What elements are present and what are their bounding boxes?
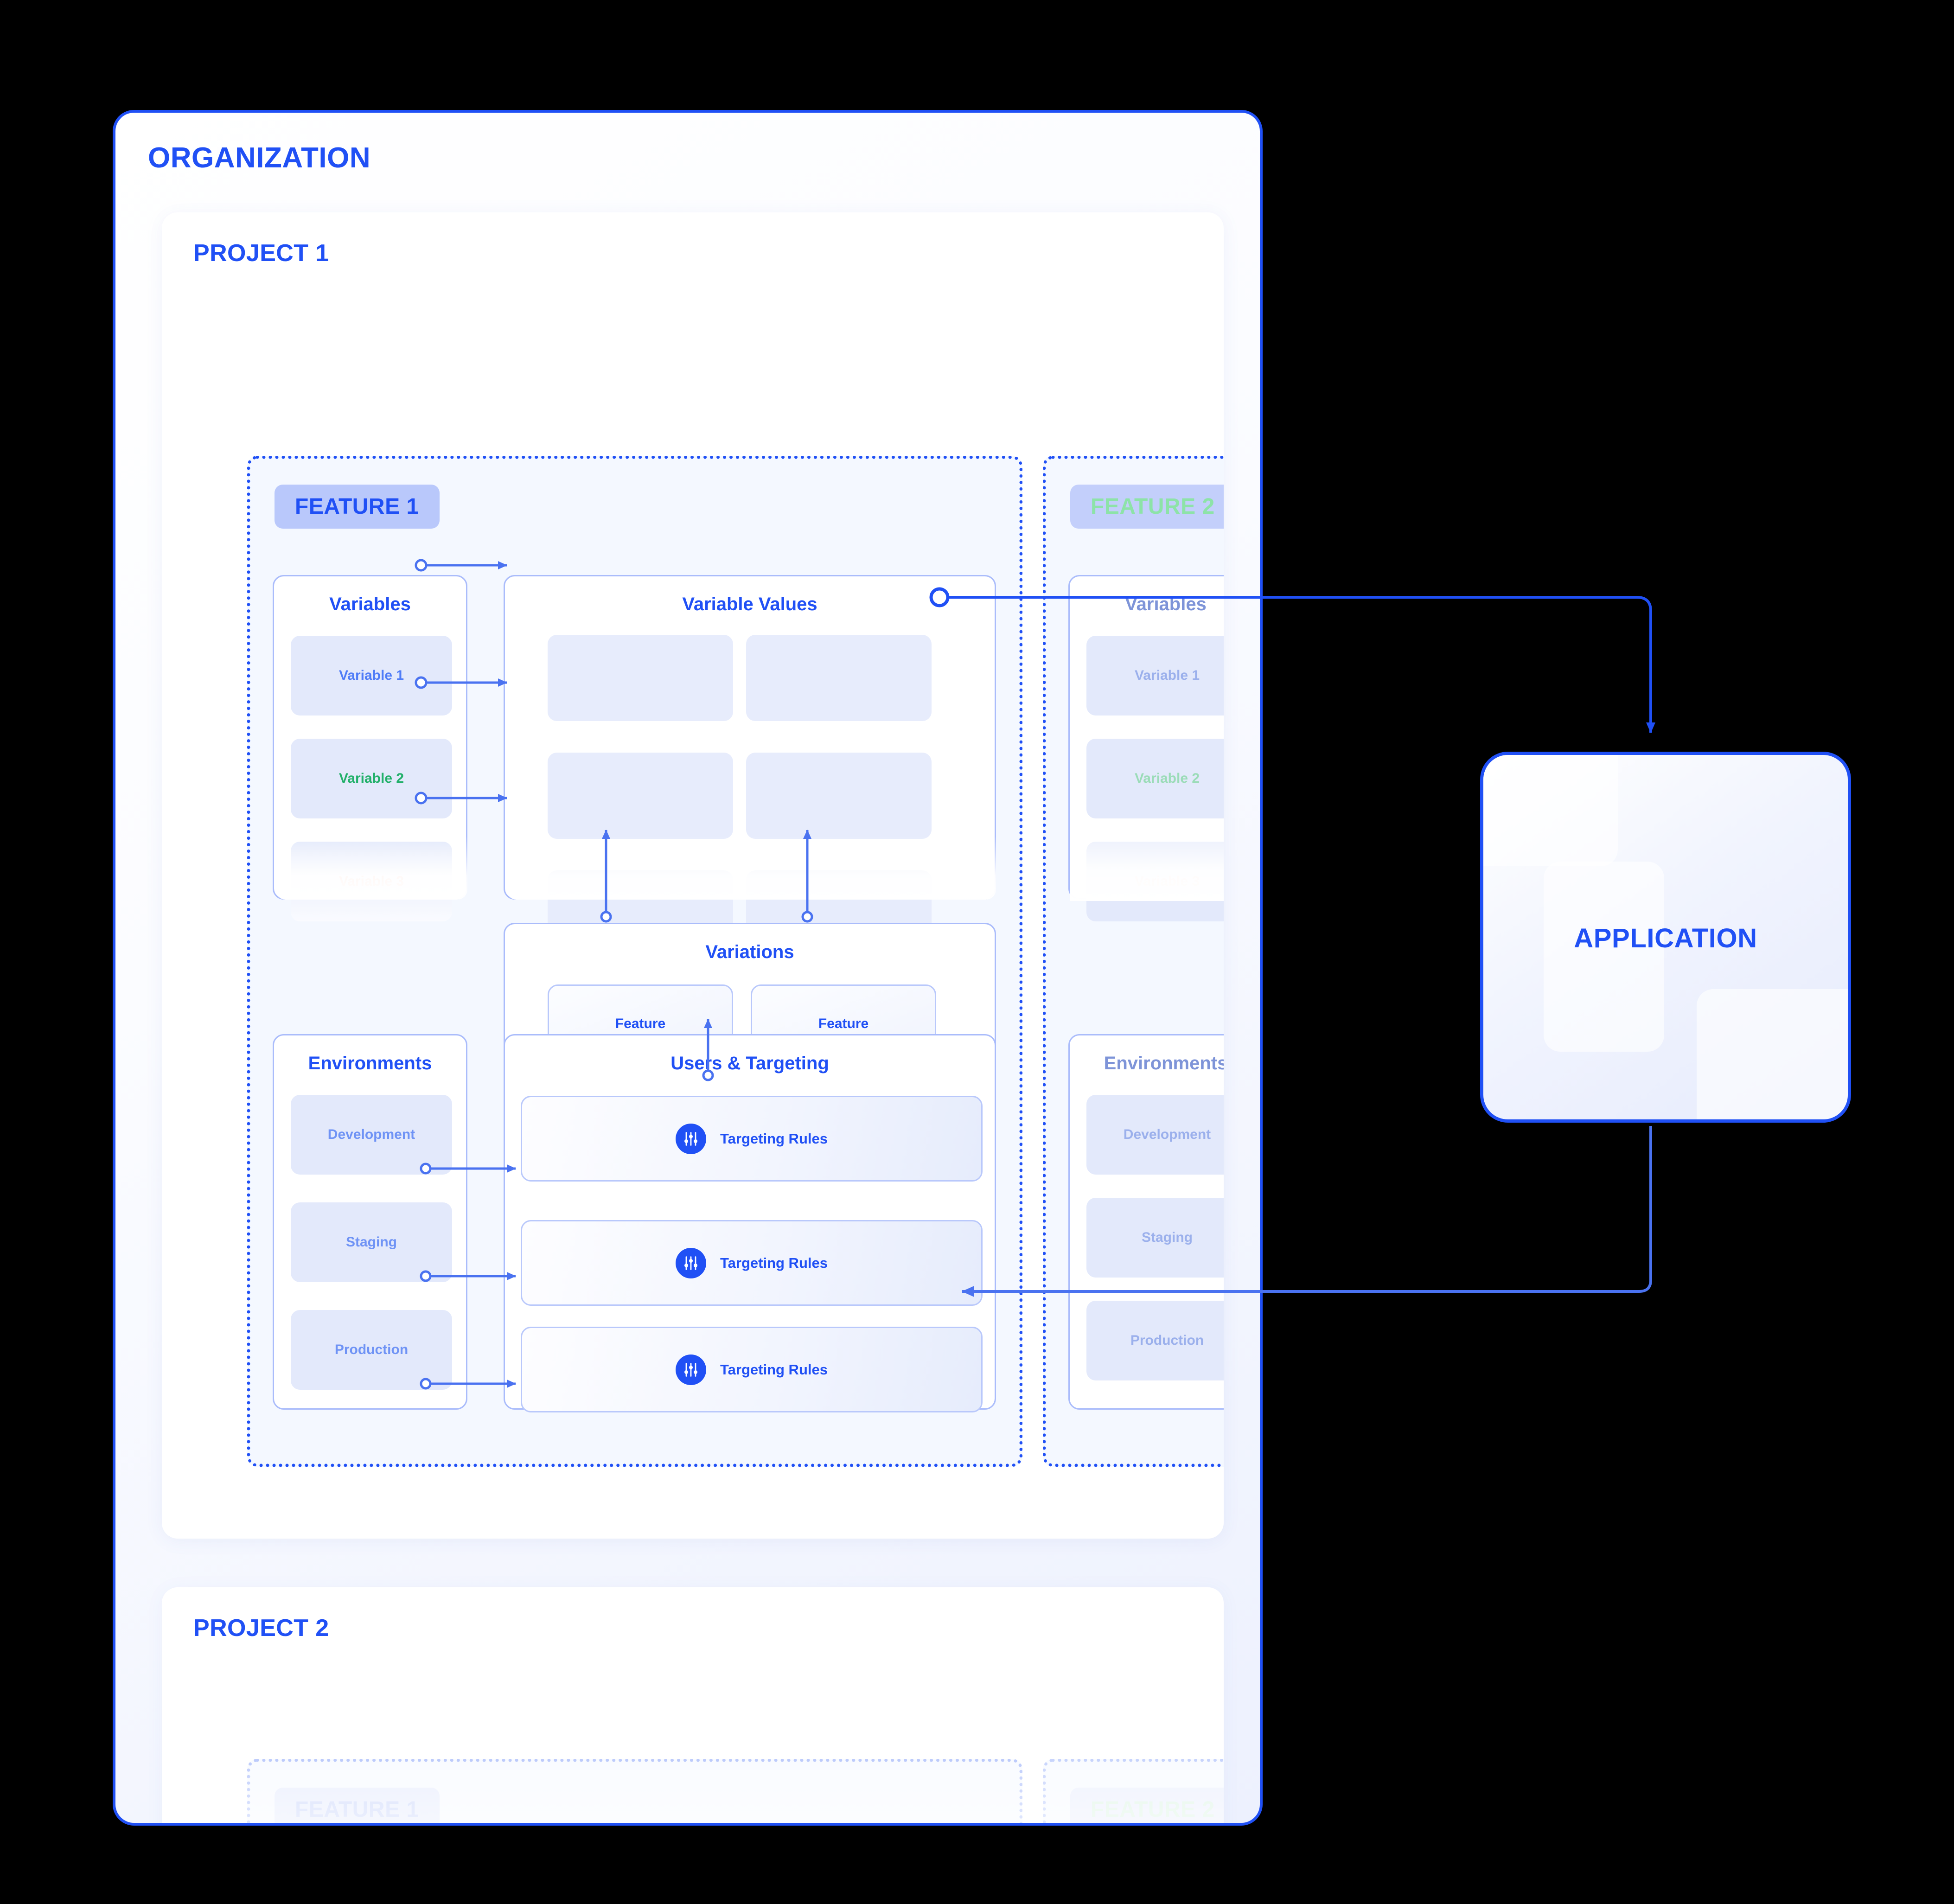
variable-value-cell[interactable] xyxy=(746,753,932,839)
project-2-feature-1-container: FEATURE 1 xyxy=(247,1759,1022,1823)
targeting-rules-label: Targeting Rules xyxy=(720,1130,828,1147)
project-2-card: PROJECT 2 FEATURE 1 FEATURE 2 xyxy=(162,1587,1224,1823)
environment-chip-development[interactable]: Development xyxy=(291,1095,452,1175)
variable-values-panel: Variable Values xyxy=(504,575,996,957)
application-decoration-shape xyxy=(1544,862,1664,1052)
users-targeting-panel: Users & Targeting xyxy=(504,1034,996,1412)
environments-panel-title: Environments xyxy=(308,1053,432,1073)
feature-2-environment-chip: Production xyxy=(1086,1301,1224,1380)
application-card: APPLICATION xyxy=(1480,752,1851,1123)
feature-2-variable-chip: Variable 3 xyxy=(1086,842,1224,921)
variable-chip-1[interactable]: Variable 1 xyxy=(291,636,452,716)
feature-2-variable-label: Variable 1 xyxy=(1134,668,1200,683)
feature-2-environments-panel: Environments Development Staging Product… xyxy=(1068,1034,1224,1410)
application-decoration-shape xyxy=(1483,755,1618,866)
organization-title: ORGANIZATION xyxy=(148,142,371,174)
application-title: APPLICATION xyxy=(1574,923,1757,953)
environment-label: Production xyxy=(334,1342,409,1357)
project-2-feature-1-chip: FEATURE 1 xyxy=(275,1788,440,1823)
variables-panel-title: Variables xyxy=(329,594,411,614)
variable-label: Variable 2 xyxy=(338,771,404,786)
feature-2-variables-title: Variables xyxy=(1125,594,1207,614)
environment-chip-staging[interactable]: Staging xyxy=(291,1202,452,1282)
feature-2-variable-chip: Variable 2 xyxy=(1086,739,1224,818)
sliders-icon xyxy=(676,1354,707,1385)
project-1-title: PROJECT 1 xyxy=(193,240,329,267)
feature-1-chip: FEATURE 1 xyxy=(275,485,440,529)
project-1-card: PROJECT 1 FEATURE 2 Variables Variable 1… xyxy=(162,212,1224,1539)
organization-card: ORGANIZATION PROJECT 1 FEATURE 2 Variabl… xyxy=(113,110,1263,1826)
targeting-rules-label: Targeting Rules xyxy=(720,1254,828,1271)
feature-2-environments-title: Environments xyxy=(1104,1053,1224,1073)
sliders-icon xyxy=(676,1123,707,1154)
project-2-feature-2-container: FEATURE 2 xyxy=(1043,1759,1224,1823)
sliders-icon xyxy=(676,1247,707,1278)
feature-2-variables-panel: Variables Variable 1 Variable 2 Variable… xyxy=(1068,575,1224,921)
targeting-rules-label: Targeting Rules xyxy=(720,1361,828,1378)
feature-2-variable-label: Variable 3 xyxy=(1134,874,1200,889)
targeting-rules-row[interactable]: Targeting Rules xyxy=(521,1327,983,1412)
project-2-title: PROJECT 2 xyxy=(193,1615,329,1642)
targeting-rules-row[interactable]: Targeting Rules xyxy=(521,1096,983,1182)
feature-2-container: FEATURE 2 Variables Variable 1 Variable … xyxy=(1043,456,1224,1467)
feature-2-environment-chip: Development xyxy=(1086,1095,1224,1175)
variable-value-cell[interactable] xyxy=(548,635,733,721)
application-decoration-shape xyxy=(1697,989,1848,1119)
feature-2-variable-label: Variable 2 xyxy=(1134,771,1200,786)
feature-2-variable-chip: Variable 1 xyxy=(1086,636,1224,716)
variables-panel: Variables Variable 1 Variable 2 Variable… xyxy=(273,575,467,921)
variation-line-1: Feature xyxy=(615,1016,666,1031)
feature-2-chip: FEATURE 2 xyxy=(1070,485,1224,529)
variable-values-panel-title: Variable Values xyxy=(682,594,817,614)
feature-2-environment-chip: Staging xyxy=(1086,1198,1224,1278)
variable-value-cell[interactable] xyxy=(548,753,733,839)
users-targeting-panel-title: Users & Targeting xyxy=(670,1053,829,1073)
variable-chip-2[interactable]: Variable 2 xyxy=(291,739,452,818)
variable-chip-3[interactable]: Variable 3 xyxy=(291,842,452,921)
feature-2-environment-label: Staging xyxy=(1142,1230,1193,1245)
feature-1-container: FEATURE 1 Variables Variable 1 Variable … xyxy=(247,456,1022,1467)
environment-chip-production[interactable]: Production xyxy=(291,1310,452,1390)
project-2-feature-2-chip: FEATURE 2 xyxy=(1070,1788,1224,1823)
variable-value-cell[interactable] xyxy=(746,635,932,721)
variations-panel-title: Variations xyxy=(705,942,794,962)
feature-2-environment-label: Development xyxy=(1123,1127,1211,1142)
variable-label: Variable 3 xyxy=(338,874,404,889)
variation-line-1: Feature xyxy=(818,1016,869,1031)
environments-panel: Environments Development Staging Product… xyxy=(273,1034,467,1410)
variable-label: Variable 1 xyxy=(338,668,404,683)
targeting-rules-row[interactable]: Targeting Rules xyxy=(521,1220,983,1306)
feature-2-environment-label: Production xyxy=(1130,1333,1204,1348)
environment-label: Development xyxy=(327,1127,415,1142)
environment-label: Staging xyxy=(346,1234,397,1250)
